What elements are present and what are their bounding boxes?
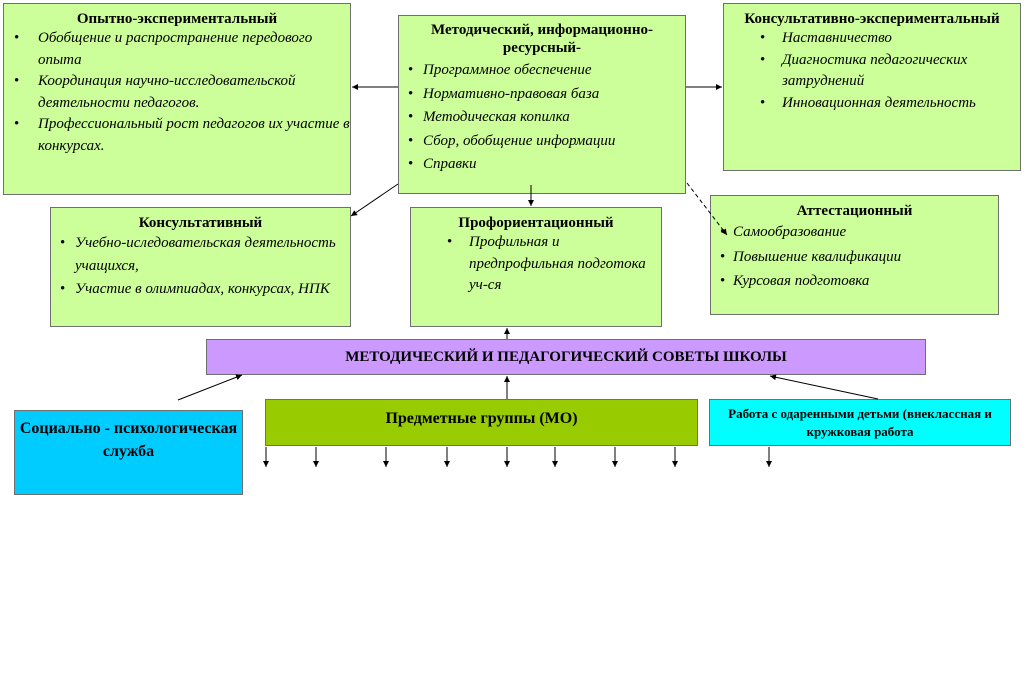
box-rabota-s-odarennymi-detmi: Работа с одаренными детьми (внеклассная … <box>709 399 1011 446</box>
item-list: Самообразование Повышение квалификации К… <box>711 220 998 294</box>
box-title: Предметные группы (МО) <box>385 410 578 427</box>
box-title: Консультативно-экспериментальный <box>744 11 1000 27</box>
arrow-odar-to-sovet <box>769 374 879 400</box>
box-konsultativnyi: Консультативный Учебно-иследовательская … <box>50 207 351 327</box>
box-sotsialno-psikhologicheskaya-sluzhba: Социально - психологическая служба <box>14 410 243 495</box>
list-item: Координация научно-исследовательской дея… <box>4 71 350 114</box>
item-list: Профильная и предпрофильная подготока уч… <box>411 232 661 297</box>
list-item: Методическая копилка <box>399 106 685 130</box>
box-opytno-eksperimentalnyi: Опытно-экспериментальный Обобщение и рас… <box>3 3 351 195</box>
item-list: Программное обеспечение Нормативно-право… <box>399 59 685 177</box>
box-title: Методический, информационно-ресурсный- <box>431 22 653 56</box>
box-metodicheskii: Методический, информационно-ресурсный- П… <box>398 15 686 194</box>
list-item: Повышение квалификации <box>711 245 998 270</box>
box-title: Аттестационный <box>796 203 913 219</box>
box-proforientatsionnyi: Профориентационный Профильная и предпроф… <box>410 207 662 327</box>
list-item: Курсовая подготовка <box>711 269 998 294</box>
item-list: Наставничество Диагностика педагогически… <box>724 28 1020 114</box>
box-attestatsionnyi: Аттестационный Самообразование Повышение… <box>710 195 999 315</box>
list-item: Профильная и предпрофильная подготока уч… <box>411 232 661 297</box>
box-konsultativno-eksperimentalnyi: Консультативно-экспериментальный Наставн… <box>723 3 1021 171</box>
item-list: Обобщение и распространение передового о… <box>4 28 350 157</box>
list-item: Профессиональный рост педагогов их участ… <box>4 114 350 157</box>
list-item: Наставничество <box>724 28 1020 50</box>
list-item: Программное обеспечение <box>399 59 685 83</box>
list-item: Сбор, обобщение информации <box>399 130 685 154</box>
box-title: МЕТОДИЧЕСКИЙ И ПЕДАГОГИЧЕСКИЙ СОВЕТЫ ШКО… <box>345 349 787 365</box>
list-item: Нормативно-правовая база <box>399 83 685 107</box>
arrow-metod-to-kons <box>350 183 399 217</box>
list-item: Справки <box>399 153 685 177</box>
arrow-social-to-sovet <box>177 374 243 401</box>
list-item: Учебно-иследовательская деятельность уча… <box>51 232 350 278</box>
list-item: Диагностика педагогических затруднений <box>724 50 1020 93</box>
box-title: Консультативный <box>138 215 263 231</box>
list-item: Обобщение и распространение передового о… <box>4 28 350 71</box>
box-predmetnye-gruppy: Предметные группы (МО) <box>265 399 698 446</box>
item-list: Учебно-иследовательская деятельность уча… <box>51 232 350 301</box>
box-title: Работа с одаренными детьми (внеклассная … <box>728 406 992 439</box>
arrow-metod-to-att <box>686 182 728 236</box>
box-title: Профориентационный <box>458 215 614 231</box>
box-title: Опытно-экспериментальный <box>76 11 278 27</box>
list-item: Участие в олимпиадах, конкурсах, НПК <box>51 278 350 301</box>
list-item: Инновационная деятельность <box>724 93 1020 115</box>
box-title: Социально - психологическая служба <box>19 420 238 460</box>
box-metodicheskii-i-pedagogicheskii-sovety: МЕТОДИЧЕСКИЙ И ПЕДАГОГИЧЕСКИЙ СОВЕТЫ ШКО… <box>206 339 926 375</box>
